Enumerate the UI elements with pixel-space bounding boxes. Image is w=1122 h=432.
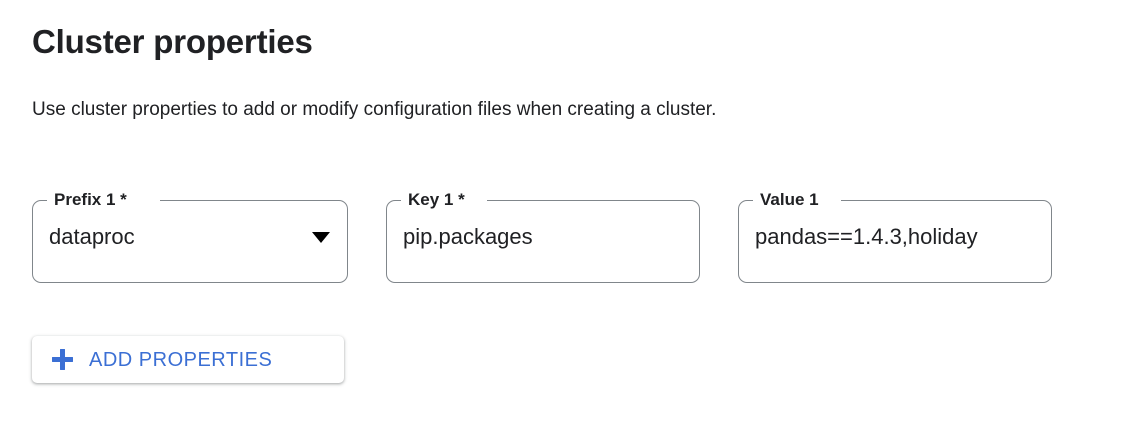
prefix-select-control[interactable]: dataproc: [49, 220, 334, 254]
page-title: Cluster properties: [32, 23, 313, 60]
prefix-field[interactable]: Prefix 1 * dataproc: [32, 190, 348, 283]
value-field-label: Value 1: [760, 190, 819, 209]
value-field[interactable]: Value 1 pandas==1.4.3,holiday: [738, 190, 1052, 283]
plus-icon: [52, 349, 73, 370]
add-properties-button-label: ADD PROPERTIES: [89, 348, 273, 371]
value-input-value: pandas==1.4.3,holiday: [755, 224, 978, 249]
key-input-control[interactable]: pip.packages: [403, 220, 686, 254]
key-input-value: pip.packages: [403, 224, 533, 249]
key-field[interactable]: Key 1 * pip.packages: [386, 190, 700, 283]
chevron-down-icon[interactable]: [312, 231, 330, 243]
key-field-label: Key 1 *: [408, 190, 465, 209]
page-description: Use cluster properties to add or modify …: [32, 99, 717, 120]
prefix-selected-value: dataproc: [49, 224, 135, 249]
value-input-control[interactable]: pandas==1.4.3,holiday: [755, 220, 1038, 254]
add-properties-button[interactable]: ADD PROPERTIES: [32, 336, 344, 383]
prefix-field-label: Prefix 1 *: [54, 190, 127, 209]
